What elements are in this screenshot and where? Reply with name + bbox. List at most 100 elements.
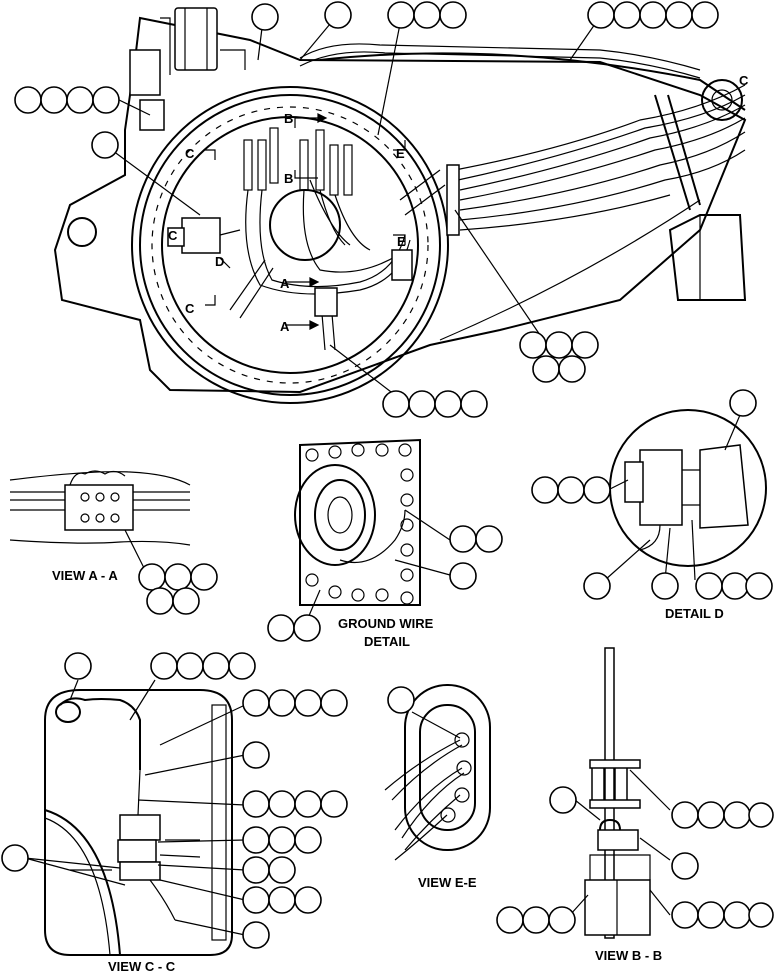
callout-bubble — [583, 572, 611, 600]
callout-bubble — [294, 826, 322, 854]
callout-bubble — [64, 652, 92, 680]
callout-bubble — [697, 901, 725, 929]
callout-bubble — [242, 921, 270, 949]
callout-bubble — [242, 790, 270, 818]
callout-bubble — [267, 614, 295, 642]
housing-ring-bolts — [151, 106, 429, 384]
view-cc-leaders — [24, 679, 246, 936]
callout-bubble — [40, 86, 68, 114]
section-mark-c-left: C — [168, 228, 178, 243]
center-hub — [269, 189, 341, 261]
callout-bubble — [583, 476, 611, 504]
ground-plate — [299, 438, 421, 606]
callout-bubble — [92, 86, 120, 114]
callout-bubble — [449, 562, 477, 590]
view-cc-caption: VIEW C - C — [108, 959, 176, 973]
callout-bubble — [460, 390, 488, 418]
callout-bubble — [671, 801, 699, 829]
callout-bubble — [408, 390, 436, 418]
callout-bubble — [723, 801, 751, 829]
callout-bubble — [1, 844, 29, 872]
callout-bubble — [557, 476, 585, 504]
callout-bubble — [242, 856, 270, 884]
section-mark-a-top: A — [280, 276, 290, 291]
callout-bubble — [587, 1, 615, 29]
callout-bubble — [671, 852, 699, 880]
callout-bubble — [522, 906, 550, 934]
mount-hole — [67, 217, 97, 247]
left-relay — [167, 217, 241, 254]
callout-bubble — [382, 390, 410, 418]
callout-bubble — [691, 1, 719, 29]
callout-bubble — [268, 790, 296, 818]
callout-bubble — [66, 86, 94, 114]
view-cc-arc — [44, 809, 121, 956]
housing-ring — [139, 94, 441, 396]
outlet-bell — [668, 214, 747, 301]
callout-bubble — [549, 786, 577, 814]
terminal-posts — [243, 127, 353, 196]
ground-plate-bolts — [305, 443, 414, 605]
frame-outline — [53, 16, 747, 394]
ground-wire-detail: GROUND WIRE DETAIL — [294, 438, 451, 649]
top-right-fitting — [701, 79, 743, 121]
view-ee-inner — [419, 704, 476, 831]
section-mark-c-right: C — [739, 73, 749, 88]
callout-bubble — [242, 741, 270, 769]
callout-bubble — [434, 390, 462, 418]
callout-bubble — [695, 572, 723, 600]
callout-bubble — [531, 476, 559, 504]
callout-bubble — [202, 652, 230, 680]
callout-bubble — [387, 1, 415, 29]
callout-bubble — [242, 826, 270, 854]
callout-bubble — [729, 389, 757, 417]
ground-detail-caption-2: DETAIL — [364, 634, 410, 649]
callout-bubble — [293, 614, 321, 642]
clamp-a — [314, 287, 338, 317]
callout-bubble — [14, 86, 42, 114]
section-mark-b-mid: B — [284, 171, 293, 186]
view-bb-caption: VIEW B - B — [595, 948, 662, 963]
view-a-a: VIEW A - A — [9, 470, 191, 583]
callout-bubble — [242, 689, 270, 717]
detail-d-caption: DETAIL D — [665, 606, 724, 621]
main-leaders — [104, 23, 596, 396]
section-mark-c-top: C — [185, 146, 195, 161]
callout-bubble — [190, 563, 218, 591]
view-cc-plate — [211, 704, 227, 941]
callout-bubble — [723, 901, 751, 929]
section-mark-e-top: E — [396, 146, 405, 161]
ground-wire — [339, 509, 406, 564]
housing-ring-inner — [161, 116, 419, 374]
detail-d-connector — [699, 444, 749, 529]
callout-bubble — [91, 131, 119, 159]
callout-bubble — [242, 886, 270, 914]
ground-bushing — [294, 464, 376, 566]
callout-bubble — [519, 331, 547, 359]
view-aa-caption: VIEW A - A — [52, 568, 118, 583]
section-mark-e-mid: E — [397, 234, 406, 249]
housing-ring-outer — [131, 86, 449, 404]
callout-bubble — [138, 563, 166, 591]
callout-bubble — [545, 331, 573, 359]
callout-bubble — [268, 886, 296, 914]
callout-bubbles — [1, 1, 774, 949]
view-bb-clamp — [599, 818, 621, 831]
section-arrows — [205, 113, 406, 330]
view-b-b: VIEW B - B — [569, 647, 671, 963]
callout-bubble — [571, 331, 599, 359]
callout-bubble — [268, 856, 296, 884]
view-ee-grommets — [440, 732, 472, 823]
callout-bubble — [320, 689, 348, 717]
callout-bubble — [671, 901, 699, 929]
callout-bubble — [268, 689, 296, 717]
section-mark-d: D — [215, 254, 224, 269]
callout-bubble — [748, 902, 774, 928]
callout-bubble — [639, 1, 667, 29]
callout-bubble — [651, 572, 679, 600]
callout-bubble — [164, 563, 192, 591]
inner-harness — [229, 169, 446, 351]
callout-bubble — [150, 652, 178, 680]
callout-bubble — [697, 801, 725, 829]
